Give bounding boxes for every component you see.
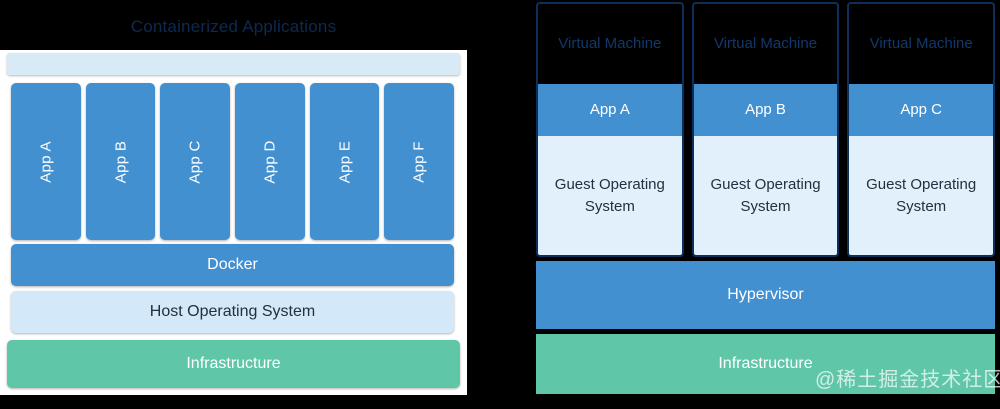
virtual-machine-app-label[interactable]: App C [849,84,994,136]
container-app-label: App F [410,140,428,183]
containerized-applications-diagram: Containerized Applications App A App B A… [0,0,467,409]
container-app-box[interactable]: App B [85,83,156,240]
guest-operating-system-label[interactable]: Guest Operating System [693,136,838,255]
container-app-box[interactable]: App E [309,83,380,240]
virtual-machine-box[interactable]: Virtual Machine App C Guest Operating Sy… [847,2,996,257]
container-app-box[interactable]: App A [11,83,81,240]
docker-layer[interactable]: Docker [11,244,454,286]
container-app-box[interactable]: App C [160,83,231,240]
container-apps-row: App A App B App C App D App E App F [11,83,455,240]
guest-operating-system-label[interactable]: Guest Operating System [849,136,994,255]
container-app-label: App E [336,140,354,183]
virtual-machine-title: Virtual Machine [558,35,662,52]
infrastructure-layer-right[interactable]: Infrastructure [536,334,995,394]
container-app-label: App A [37,140,55,183]
virtual-machines-diagram: Virtual Machine App A Guest Operating Sy… [536,0,996,409]
virtual-machine-app-label[interactable]: App B [693,84,838,136]
containerized-applications-title: Containerized Applications [130,17,337,36]
virtual-machine-box[interactable]: Virtual Machine App A Guest Operating Sy… [536,2,684,257]
virtual-machine-app-label[interactable]: App A [538,84,682,136]
virtual-machines-row: Virtual Machine App A Guest Operating Sy… [536,2,996,257]
watermark: @稀土掘金技术社区 [815,369,1000,391]
container-app-label: App B [112,140,129,183]
hypervisor-layer[interactable]: Hypervisor [536,261,995,329]
container-app-label: App C [186,139,204,184]
container-app-box[interactable]: App F [384,83,455,240]
guest-operating-system-label[interactable]: Guest Operating System [538,136,682,255]
container-app-label: App D [261,139,279,184]
virtual-machine-title: Virtual Machine [869,35,973,52]
virtual-machine-box[interactable]: Virtual Machine App B Guest Operating Sy… [691,2,840,257]
virtual-machine-title: Virtual Machine [713,35,818,52]
infrastructure-layer-left[interactable]: Infrastructure [7,340,460,388]
host-operating-system-layer[interactable]: Host Operating System [11,291,454,333]
container-engine-baseplate [7,53,460,75]
container-app-box[interactable]: App D [235,83,305,240]
